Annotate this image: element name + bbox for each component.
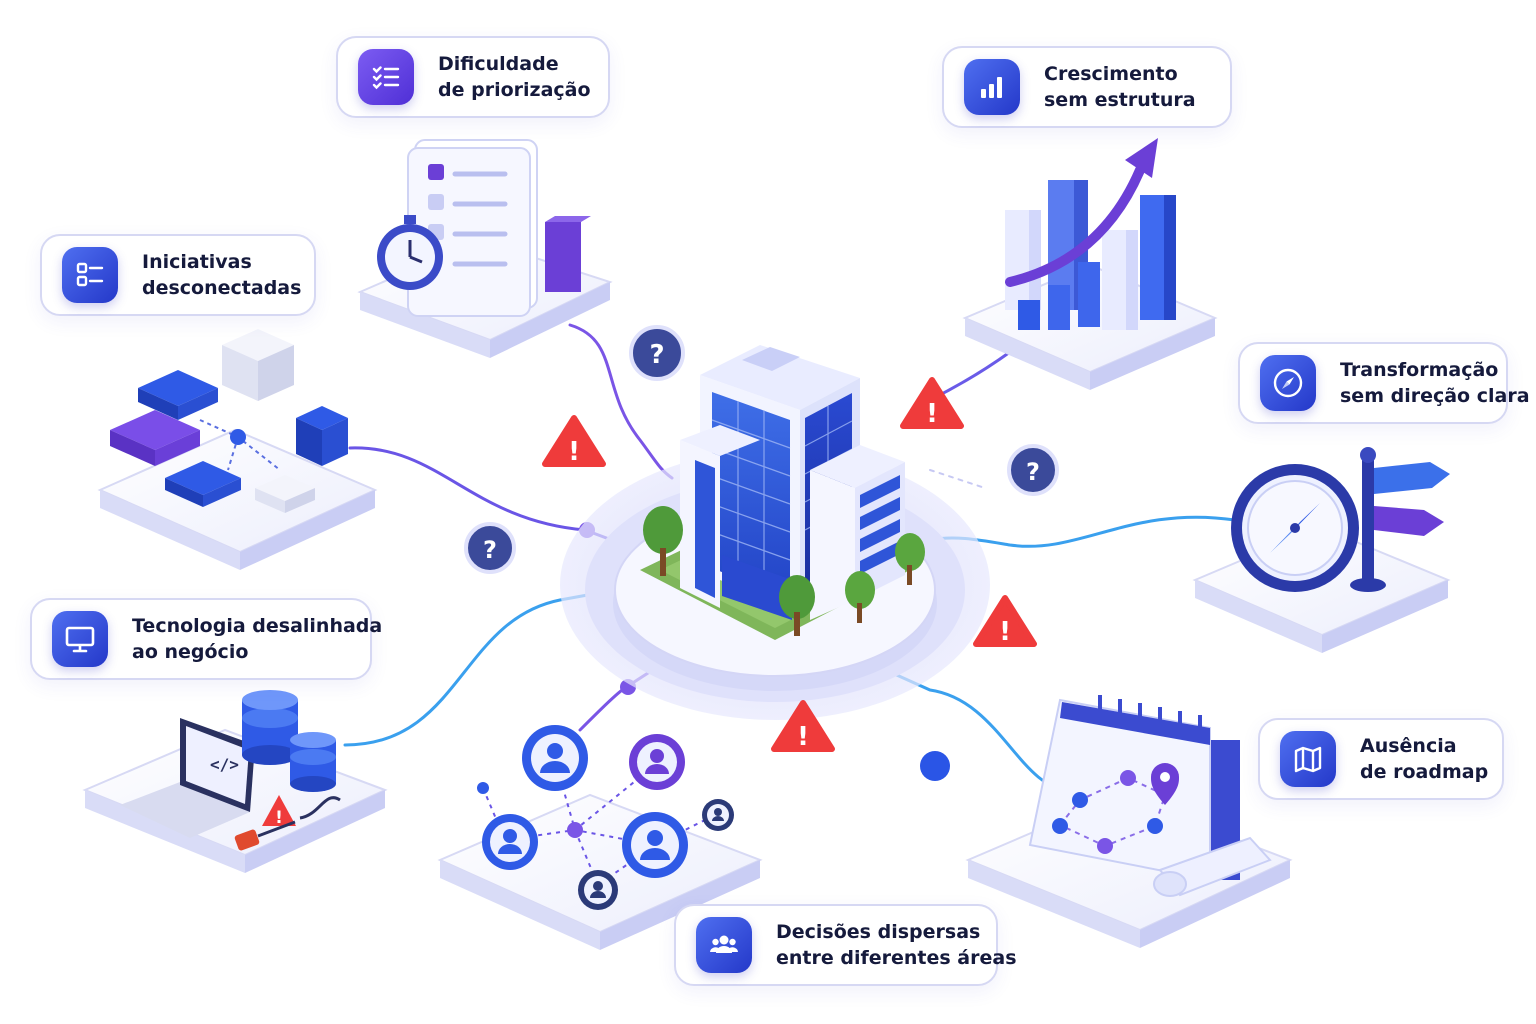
svg-text:!: ! <box>568 437 580 467</box>
tile-growth <box>962 138 1218 390</box>
tree-icon <box>895 533 925 585</box>
tree-icon <box>845 571 875 623</box>
tile-transformation <box>1192 447 1451 653</box>
puzzle-icon <box>138 370 218 420</box>
svg-text:!: ! <box>999 617 1011 647</box>
calendar-icon <box>1028 695 1240 882</box>
card-line-2: de roadmap <box>1360 761 1489 783</box>
database-icon <box>290 732 336 792</box>
card-prioritization: Dificuldade de priorização <box>336 36 610 118</box>
user-avatar-icon <box>702 799 734 831</box>
connector-roadmap <box>888 670 1072 792</box>
tile-initiatives <box>97 329 378 570</box>
stopwatch-icon <box>377 215 443 290</box>
puzzle-icon <box>165 461 241 507</box>
user-avatar-icon <box>578 870 618 910</box>
puzzle-icon <box>296 406 348 466</box>
warning-marker: ! <box>771 700 835 752</box>
tile-technology: </> ! <box>82 690 388 873</box>
user-avatar-icon <box>482 814 538 870</box>
card-transformation: Transformação sem direção clara <box>1238 342 1530 424</box>
database-icon <box>242 690 298 765</box>
trend-arrow-icon <box>1005 165 1145 287</box>
plug-icon <box>234 796 341 851</box>
card-decisions: Decisões dispersas entre diferentes áreas <box>674 904 1017 986</box>
location-pin-icon <box>1151 763 1179 805</box>
tile-decisions <box>437 725 763 950</box>
tile-roadmap <box>965 695 1293 948</box>
svg-text:?: ? <box>649 340 664 370</box>
card-initiatives: Iniciativas desconectadas <box>40 234 316 316</box>
user-avatar-icon <box>522 725 588 791</box>
monitor-icon <box>52 611 108 667</box>
signpost-icon <box>1350 447 1450 592</box>
svg-text:?: ? <box>1026 458 1040 486</box>
puzzle-icon <box>222 329 294 401</box>
svg-text:!: ! <box>275 808 283 828</box>
user-avatar-icon <box>622 812 688 878</box>
card-line-2: entre diferentes áreas <box>776 947 1017 969</box>
floating-node <box>920 751 950 781</box>
compass-icon <box>1260 355 1316 411</box>
puzzle-icon <box>110 410 200 466</box>
svg-text:?: ? <box>483 536 497 564</box>
checklist-icon <box>62 247 118 303</box>
card-line-2: desconectadas <box>142 277 302 299</box>
warning-marker: ! <box>900 377 964 429</box>
compass-icon <box>1231 464 1359 592</box>
connector-prioritization <box>568 323 674 480</box>
card-line-1: Ausência <box>1360 735 1457 757</box>
question-marker: ? <box>1007 444 1059 496</box>
code-icon: </> <box>210 755 239 774</box>
user-avatar-icon <box>629 734 685 790</box>
card-line-2: ao negócio <box>132 641 249 663</box>
central-hub <box>560 345 990 720</box>
card-growth: Crescimento sem estrutura <box>942 46 1232 128</box>
checklist-icon <box>358 49 414 105</box>
svg-text:!: ! <box>926 399 938 429</box>
card-line-1: Tecnologia desalinhada <box>132 615 383 637</box>
card-line-1: Iniciativas <box>142 251 252 273</box>
card-line-2: sem direção clara <box>1340 385 1530 407</box>
card-technology: Tecnologia desalinhada ao negócio <box>30 598 382 680</box>
tile-prioritization <box>357 139 613 358</box>
card-line-1: Decisões dispersas <box>776 921 981 943</box>
warning-marker: ! <box>973 595 1037 647</box>
card-roadmap: Ausência de roadmap <box>1258 718 1504 800</box>
question-marker: ? <box>629 325 685 381</box>
question-marker: ? <box>464 522 516 574</box>
warning-icon: ! <box>262 795 296 828</box>
tree-icon <box>643 506 683 576</box>
bar-chart-icon <box>964 59 1020 115</box>
card-line-2: de priorização <box>438 79 591 101</box>
connector-faint <box>929 469 986 489</box>
connector-technology <box>343 588 617 747</box>
bar-chart-icon <box>1005 180 1176 330</box>
map-icon <box>1280 731 1336 787</box>
tree-icon <box>779 575 815 636</box>
warning-marker: ! <box>542 415 606 467</box>
card-line-1: Crescimento <box>1044 63 1178 85</box>
puzzle-icon <box>255 475 315 513</box>
building-icon <box>680 345 905 620</box>
laptop-icon: </> <box>120 718 255 838</box>
scroll-map-icon <box>1153 836 1272 897</box>
group-icon <box>696 917 752 973</box>
card-line-2: sem estrutura <box>1044 89 1196 111</box>
connector-initiatives <box>348 446 627 547</box>
card-line-1: Transformação <box>1340 359 1499 381</box>
svg-text:!: ! <box>797 722 809 752</box>
card-line-1: Dificuldade <box>438 53 559 75</box>
